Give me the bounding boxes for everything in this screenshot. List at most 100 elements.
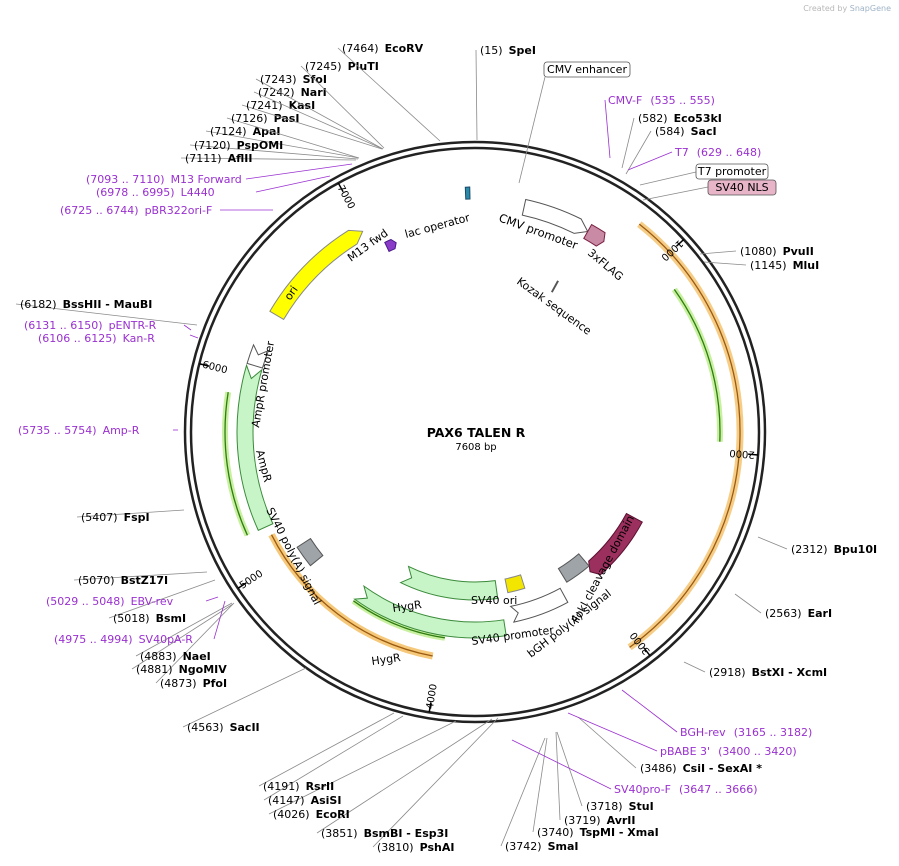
- enzyme-label: (6182)BssHII - MauBI: [20, 298, 152, 311]
- feature-label-hygr-1: HygR: [392, 598, 423, 615]
- enzyme-site: (7124): [210, 125, 247, 138]
- tick-mark: [643, 647, 651, 657]
- enzyme-name: StuI: [629, 800, 654, 813]
- primer-name: M13 Forward: [171, 173, 242, 186]
- plasmid-name: PAX6 TALEN R: [427, 425, 526, 440]
- sv40-ori-block: [504, 574, 526, 594]
- enzyme-site: (7241): [246, 99, 283, 112]
- feature-label-sv40-ori: SV40 ori: [471, 594, 517, 607]
- enzyme-label: (3851)BsmBI - Esp3I: [321, 827, 448, 840]
- enzyme-leader: [180, 157, 357, 161]
- enzyme-name: SacI: [691, 125, 717, 138]
- enzyme-leader: [337, 47, 441, 142]
- tick-label: 7000: [335, 184, 357, 212]
- enzyme-name: BsmBI - Esp3I: [364, 827, 449, 840]
- snapgene-logo: SnapGene: [849, 4, 891, 13]
- enzyme-site: (5407): [81, 511, 118, 524]
- hygr-arrow-outer: [353, 584, 507, 639]
- box-leader: [518, 76, 546, 184]
- primer-name: SV40pro-F: [614, 783, 671, 796]
- enzyme-name: PspOMI: [237, 139, 284, 152]
- enzyme-name: MluI: [793, 259, 820, 272]
- lac-operator-block: [464, 186, 471, 200]
- feature-label-kozak: Kozak sequence: [514, 275, 594, 338]
- tick-label: 2000: [729, 447, 755, 460]
- enzyme-site: (582): [638, 112, 668, 125]
- primer-name: EBV-rev: [131, 595, 174, 608]
- primer-leader: [604, 99, 611, 159]
- enzyme-leader: [500, 737, 546, 847]
- enzyme-name: PfoI: [203, 677, 228, 690]
- enzyme-site: (7464): [342, 42, 379, 55]
- talen-orf-line: [629, 223, 741, 648]
- enzyme-leader: [73, 571, 208, 581]
- enzyme-leader: [135, 602, 233, 657]
- primer-label: (5029 .. 5048) EBV-rev: [46, 595, 174, 608]
- enzyme-leader: [372, 717, 499, 848]
- tick-mark: [675, 238, 685, 247]
- enzyme-site: (7242): [258, 86, 295, 99]
- primer-range: (6978 .. 6995): [96, 186, 175, 199]
- enzyme-label: (7111)AflII: [185, 152, 252, 165]
- enzyme-label: (2918)BstXI - XcmI: [709, 666, 827, 679]
- primer-range: (6131 .. 6150): [24, 319, 103, 332]
- enzyme-name: Eco53kI: [674, 112, 722, 125]
- tick-mark: [428, 702, 432, 713]
- enzyme-name: BsmI: [156, 612, 187, 625]
- enzyme-leader: [253, 91, 384, 150]
- primer-leader: [213, 600, 226, 640]
- enzyme-site: (3719): [564, 814, 601, 827]
- primer-leader: [255, 175, 331, 193]
- primer-name: Kan-R: [123, 332, 156, 345]
- enzyme-site: (15): [480, 44, 503, 57]
- enzyme-leader: [205, 130, 360, 159]
- primer-name: CMV-F: [608, 94, 642, 107]
- feature-box: [543, 61, 631, 78]
- orf-green-left-line: [224, 391, 248, 536]
- primer-range: (3647 .. 3666): [679, 783, 758, 796]
- enzyme-name: AvrII: [607, 814, 636, 827]
- enzyme-leader: [532, 737, 548, 833]
- snapgene-credit: Created by SnapGene: [803, 4, 891, 13]
- enzyme-site: (584): [655, 125, 685, 138]
- enzyme-leader: [258, 712, 395, 787]
- primer-label: (4975 .. 4994)SV40pA-R: [54, 633, 193, 646]
- enzyme-leader: [556, 731, 583, 807]
- primer-range: (5029 .. 5048): [46, 595, 125, 608]
- enzyme-site: (7126): [231, 112, 268, 125]
- primer-label: CMV-F(535 .. 555): [608, 94, 715, 107]
- primer-range: (3165 .. 3182): [734, 726, 813, 739]
- enzyme-label: (4883)NaeI: [140, 650, 211, 663]
- enzyme-site: (2563): [765, 607, 802, 620]
- primer-label: pBABE 3'(3400 .. 3420): [660, 745, 797, 758]
- primer-leader: [627, 151, 673, 171]
- feature-box: [707, 179, 777, 196]
- enzyme-name: Bpu10I: [834, 543, 878, 556]
- enzyme-label: (4026)EcoRI: [273, 808, 350, 821]
- feature-label-lac-operator: lac operator: [403, 211, 471, 241]
- backbone-outer: [183, 140, 767, 724]
- enzyme-leader: [734, 593, 762, 614]
- credit-prefix: Created by: [803, 4, 848, 13]
- enzyme-site: (4873): [160, 677, 197, 690]
- primer-leader: [567, 712, 658, 752]
- enzyme-name: EcoRV: [385, 42, 424, 55]
- enzyme-name: BssHII - MauBI: [63, 298, 153, 311]
- enzyme-site: (2918): [709, 666, 746, 679]
- enzyme-site: (7111): [185, 152, 222, 165]
- primer-label: BGH-rev(3165 .. 3182): [680, 726, 812, 739]
- enzyme-label: (7464) EcoRV: [342, 42, 424, 55]
- feature-box-label: SV40 NLS: [715, 181, 768, 194]
- enzyme-name: RsrII: [306, 780, 335, 793]
- enzyme-name: AsiSI: [311, 794, 342, 807]
- flag-arrow: [583, 223, 606, 247]
- enzyme-site: (5018): [113, 612, 150, 625]
- primer-label: (5735 .. 5754)Amp-R: [18, 424, 140, 437]
- enzyme-site: (3740): [537, 826, 574, 839]
- primer-label: (6131 .. 6150)pENTR-R: [24, 319, 157, 332]
- sv40-promoter-arrow: [509, 587, 569, 623]
- primer-name: Amp-R: [103, 424, 140, 437]
- primer-leader: [245, 163, 353, 180]
- enzyme-leader: [577, 716, 637, 769]
- enzyme-label: (4873) PfoI: [160, 677, 227, 690]
